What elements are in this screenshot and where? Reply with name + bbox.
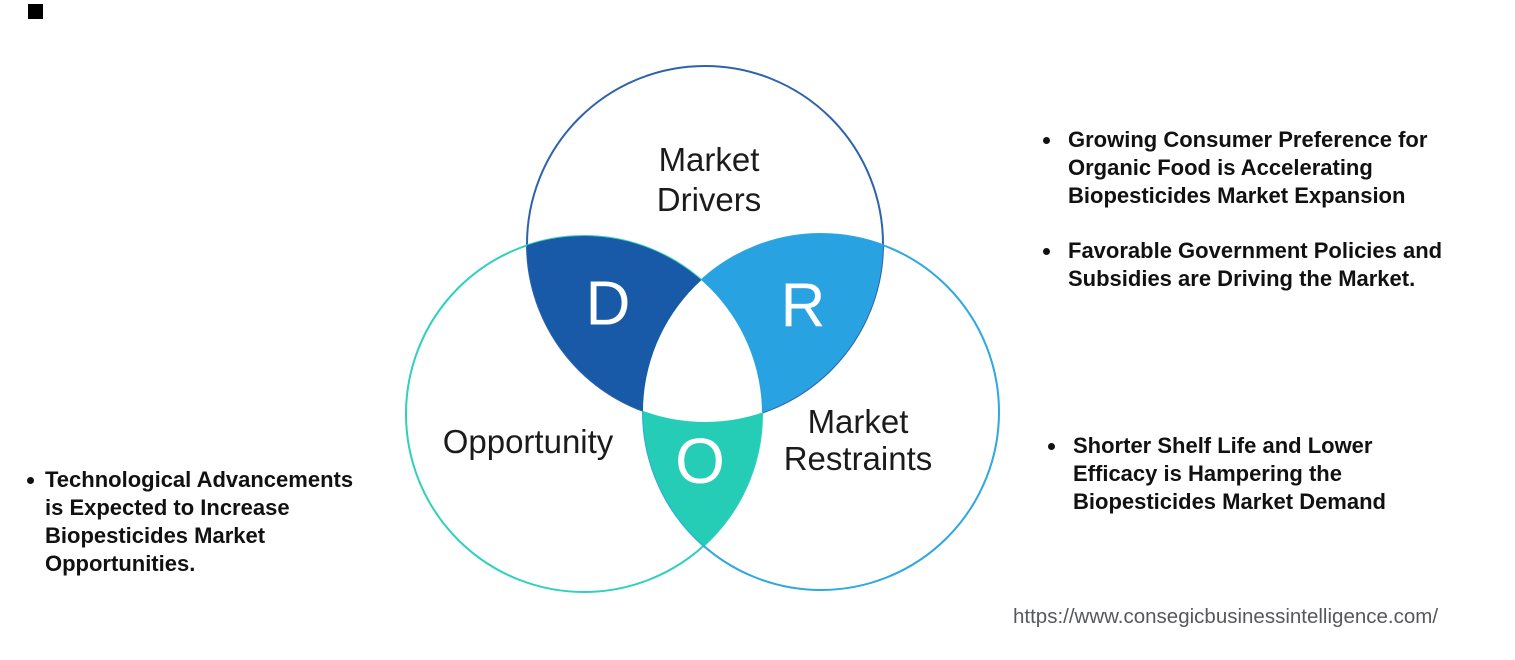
bullet-line: Biopesticides Market Expansion <box>1068 183 1406 208</box>
opportunity-bullet-1: Technological Advancements is Expected t… <box>27 466 353 578</box>
bullet-dot-icon <box>1043 137 1050 144</box>
source-url: https://www.consegicbusinessintelligence… <box>1013 605 1439 628</box>
bullet-dot-icon <box>1043 248 1050 255</box>
bullet-dot-icon <box>1048 443 1055 450</box>
opportunity-bullet-1-text: Technological Advancements is Expected t… <box>45 466 353 578</box>
opportunity-lens-letter: O <box>675 425 725 497</box>
corner-marker <box>28 4 43 19</box>
restraints-label-line1: Market <box>807 403 909 440</box>
restraints-label: Market Restraints <box>758 403 958 477</box>
opportunity-label-line1: Opportunity <box>442 423 614 460</box>
driver-bullet-1-text: Growing Consumer Preference for Organic … <box>1068 126 1427 210</box>
bullet-line: Opportunities. <box>45 551 196 576</box>
driver-bullet-2: Favorable Government Policies and Subsid… <box>1043 237 1442 293</box>
restraint-bullet-1: Shorter Shelf Life and Lower Efficacy is… <box>1048 432 1386 516</box>
restraints-lens-letter: R <box>781 272 826 341</box>
driver-bullet-1: Growing Consumer Preference for Organic … <box>1043 126 1427 210</box>
bullet-line: Growing Consumer Preference for <box>1068 127 1428 152</box>
bullet-dot-icon <box>27 477 34 484</box>
bullet-line: Biopesticides Market Demand <box>1073 489 1386 514</box>
bullet-line: Subsidies are Driving the Market. <box>1068 266 1416 291</box>
drivers-label: Market Drivers <box>609 140 809 220</box>
drivers-label-line2: Drivers <box>656 181 762 218</box>
bullet-line: Efficacy is Hampering the <box>1073 461 1342 486</box>
opportunity-label: Opportunity <box>428 422 628 461</box>
bullet-line: Biopesticides Market <box>45 523 266 548</box>
restraint-bullet-1-text: Shorter Shelf Life and Lower Efficacy is… <box>1073 432 1386 516</box>
bullet-line: is Expected to Increase <box>45 495 290 520</box>
bullet-line: Shorter Shelf Life and Lower <box>1073 433 1373 458</box>
drivers-lens-letter: D <box>586 270 631 339</box>
triple-overlap <box>643 236 762 422</box>
bullet-line: Favorable Government Policies and <box>1068 238 1443 263</box>
driver-bullet-2-text: Favorable Government Policies and Subsid… <box>1068 237 1442 293</box>
restraints-label-line2: Restraints <box>783 440 933 477</box>
drivers-label-line1: Market <box>658 141 760 178</box>
bullet-line: Technological Advancements <box>45 467 354 492</box>
bullet-line: Organic Food is Accelerating <box>1068 155 1373 180</box>
